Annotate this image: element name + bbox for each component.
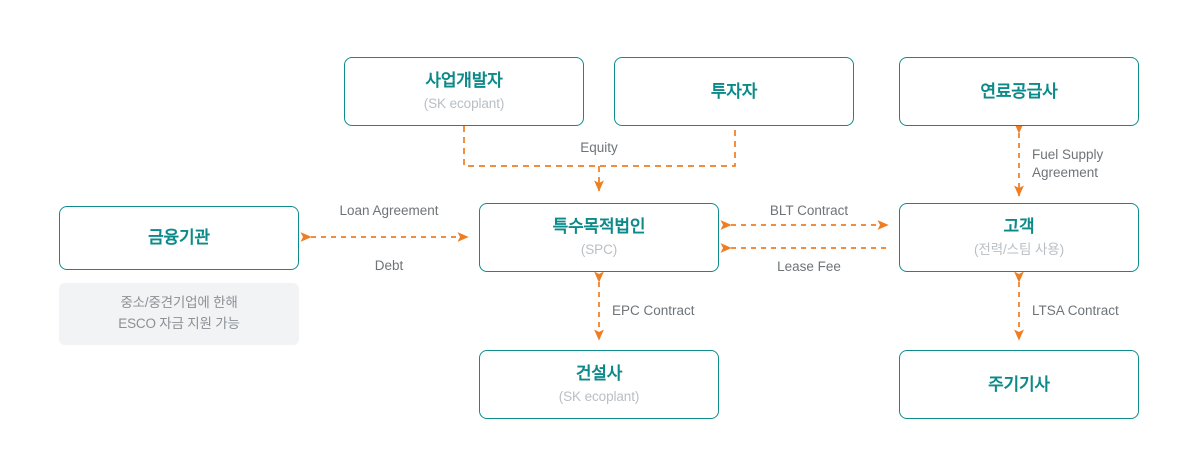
esco-note-box: 중소/중견기업에 한해 ESCO 자금 지원 가능	[59, 283, 299, 345]
node-spc[interactable]: 특수목적법인 (SPC)	[479, 203, 719, 272]
node-om-company-title: 주기기사	[988, 374, 1050, 394]
node-investor-title: 투자자	[710, 81, 758, 101]
node-constructor-title: 건설사	[575, 364, 623, 384]
esco-note-line-2: ESCO 자금 지원 가능	[118, 316, 240, 331]
node-spc-title: 특수목적법인	[552, 217, 646, 237]
edge-label-fuel-supply-agreement: Fuel Supply Agreement	[1032, 146, 1103, 182]
node-fuel-supplier[interactable]: 연료공급사	[899, 57, 1139, 126]
node-developer-subtitle: (SK ecoplant)	[423, 95, 505, 111]
edge-label-loan-agreement: Loan Agreement	[339, 203, 439, 218]
edge-equity	[463, 126, 736, 192]
edge-label-ltsa-contract: LTSA Contract	[1032, 303, 1119, 318]
edge-label-fuel-supply-agreement-line-2: Agreement	[1032, 165, 1099, 181]
node-customer[interactable]: 고객 (전력/스팀 사용)	[899, 203, 1139, 272]
edge-label-debt: Debt	[374, 258, 404, 273]
node-om-company[interactable]: 주기기사	[899, 350, 1139, 419]
esco-note-line-1: 중소/중견기업에 한해	[120, 295, 238, 311]
edge-label-fuel-supply-agreement-line-1: Fuel Supply	[1032, 147, 1104, 162]
node-customer-subtitle: (전력/스팀 사용)	[973, 241, 1064, 257]
node-financial-institution-title: 금융기관	[148, 228, 210, 248]
edge-label-lease-fee: Lease Fee	[777, 259, 841, 274]
node-financial-institution[interactable]: 금융기관	[59, 206, 299, 270]
edge-label-epc-contract: EPC Contract	[612, 303, 695, 318]
node-spc-subtitle: (SPC)	[580, 241, 618, 257]
node-customer-title: 고객	[1003, 217, 1035, 237]
node-developer-title: 사업개발자	[425, 71, 503, 91]
node-investor[interactable]: 투자자	[614, 57, 854, 126]
edge-label-equity: Equity	[580, 140, 618, 155]
edge-label-blt-contract: BLT Contract	[769, 203, 849, 218]
node-developer[interactable]: 사업개발자 (SK ecoplant)	[344, 57, 584, 126]
node-fuel-supplier-title: 연료공급사	[980, 81, 1058, 101]
node-constructor-subtitle: (SK ecoplant)	[558, 388, 640, 404]
node-constructor[interactable]: 건설사 (SK ecoplant)	[479, 350, 719, 419]
